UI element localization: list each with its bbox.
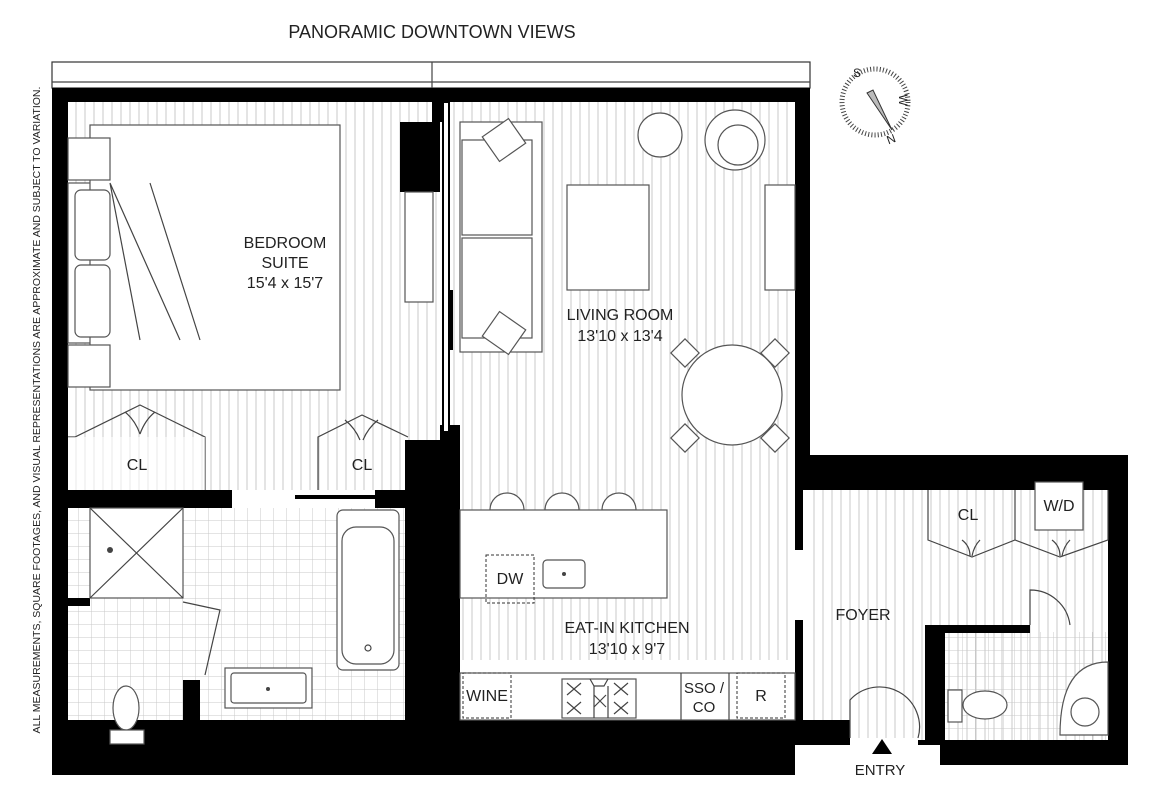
dishwasher (485, 554, 535, 604)
washer-dryer-label: W/D (1043, 498, 1074, 515)
wine-fridge (462, 672, 512, 719)
dishwasher-label: DW (497, 571, 525, 588)
refrigerator (736, 672, 786, 719)
compass-north: N (885, 131, 898, 147)
compass-south: S (853, 66, 861, 80)
side-table (404, 191, 434, 303)
co-label: CO (693, 699, 716, 716)
foyer-name: FOYER (835, 607, 890, 624)
closet-label-2: CL (352, 457, 373, 474)
sofa (459, 117, 543, 356)
wine-label: WINE (466, 688, 508, 705)
entry-arrow-icon (872, 739, 892, 754)
bedroom-name-2: SUITE (261, 255, 308, 272)
cooktop (561, 678, 637, 719)
dining-table (670, 338, 790, 453)
compass-west: W (896, 94, 910, 106)
bed (67, 124, 341, 391)
entry-label: ENTRY (855, 762, 906, 779)
living-room-name: LIVING ROOM (567, 307, 674, 324)
walls (52, 88, 1128, 775)
entry-door[interactable] (849, 686, 921, 739)
powder-sink (1059, 661, 1109, 736)
bar-stools (489, 492, 637, 511)
ottoman (637, 112, 683, 158)
refrigerator-label: R (755, 688, 767, 705)
bedroom-name: BEDROOM (244, 235, 327, 252)
powder-toilet (947, 689, 1008, 723)
compass-icon: S W N (839, 66, 911, 147)
kitchen-size: 13'10 x 9'7 (589, 641, 665, 658)
disclaimer: ALL MEASUREMENTS, SQUARE FOOTAGES, AND V… (31, 87, 43, 734)
closet-label-3: CL (958, 507, 979, 524)
window-band (51, 61, 811, 89)
coffee-table (566, 184, 650, 291)
console (764, 184, 796, 291)
closet-label-1: CL (127, 457, 148, 474)
washer-dryer (1034, 481, 1084, 531)
bedroom-size: 15'4 x 15'7 (247, 275, 323, 292)
living-room-size: 13'10 x 13'4 (577, 328, 662, 345)
toilet (109, 685, 145, 745)
plan-title: PANORAMIC DOWNTOWN VIEWS (288, 22, 575, 42)
sso-label: SSO / (684, 680, 725, 697)
kitchen-name: EAT-IN KITCHEN (564, 620, 689, 637)
